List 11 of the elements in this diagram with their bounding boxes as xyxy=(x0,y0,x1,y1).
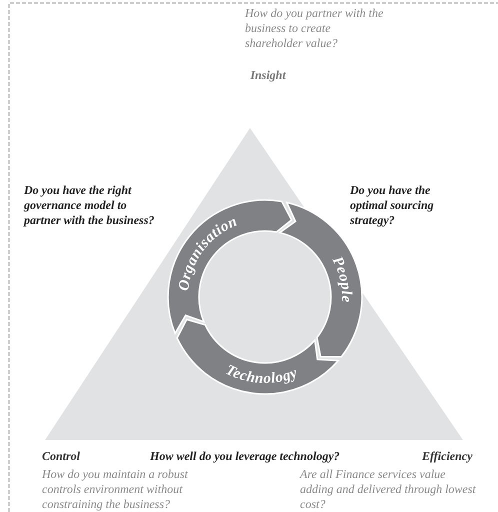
corner-label: Control xyxy=(42,449,82,464)
question-text: Are all Finance services value adding and delivered through lowest cost? xyxy=(300,467,477,512)
arrow-label: Technology xyxy=(223,362,300,388)
question-text: How do you maintain a robust controls environment without constraining the business? xyxy=(42,467,189,512)
question-text: How do you partner with the business to create shareholder value? xyxy=(245,6,384,51)
corner-label: Insight xyxy=(249,68,287,83)
question-text: How well do you leverage technology? xyxy=(150,449,341,464)
question-text: Do you have the right governance model to partner with the business? xyxy=(24,183,156,228)
question-text: Do you have the optimal sourcing strategy? xyxy=(350,183,435,228)
corner-label: Efficiency xyxy=(422,449,474,464)
ring-segment xyxy=(176,318,339,395)
